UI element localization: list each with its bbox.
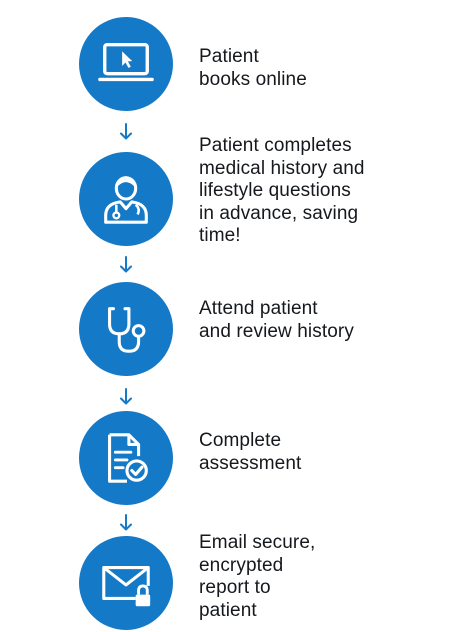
laptop-cursor-icon (98, 42, 154, 82)
document-check-icon (108, 433, 148, 483)
step-2-circle (79, 152, 173, 246)
arrow-down-icon (120, 514, 132, 531)
step-2-text: Patient completes medical history and li… (199, 135, 365, 246)
step-5-text: Email secure, encrypted report to patien… (199, 532, 316, 621)
stethoscope-icon (108, 307, 146, 353)
arrow-down-icon (120, 123, 132, 140)
envelope-lock-icon (102, 565, 151, 607)
step-3-circle (79, 282, 173, 376)
arrow-down-icon (120, 256, 132, 273)
doctor-icon (104, 176, 148, 224)
step-4-text: Complete assessment (199, 430, 302, 474)
step-4-circle (79, 411, 173, 505)
step-3-text: Attend patient and review history (199, 298, 354, 342)
step-1-text: Patient books online (199, 46, 307, 90)
arrow-down-icon (120, 388, 132, 405)
step-5-circle (79, 536, 173, 630)
step-1-circle (79, 17, 173, 111)
